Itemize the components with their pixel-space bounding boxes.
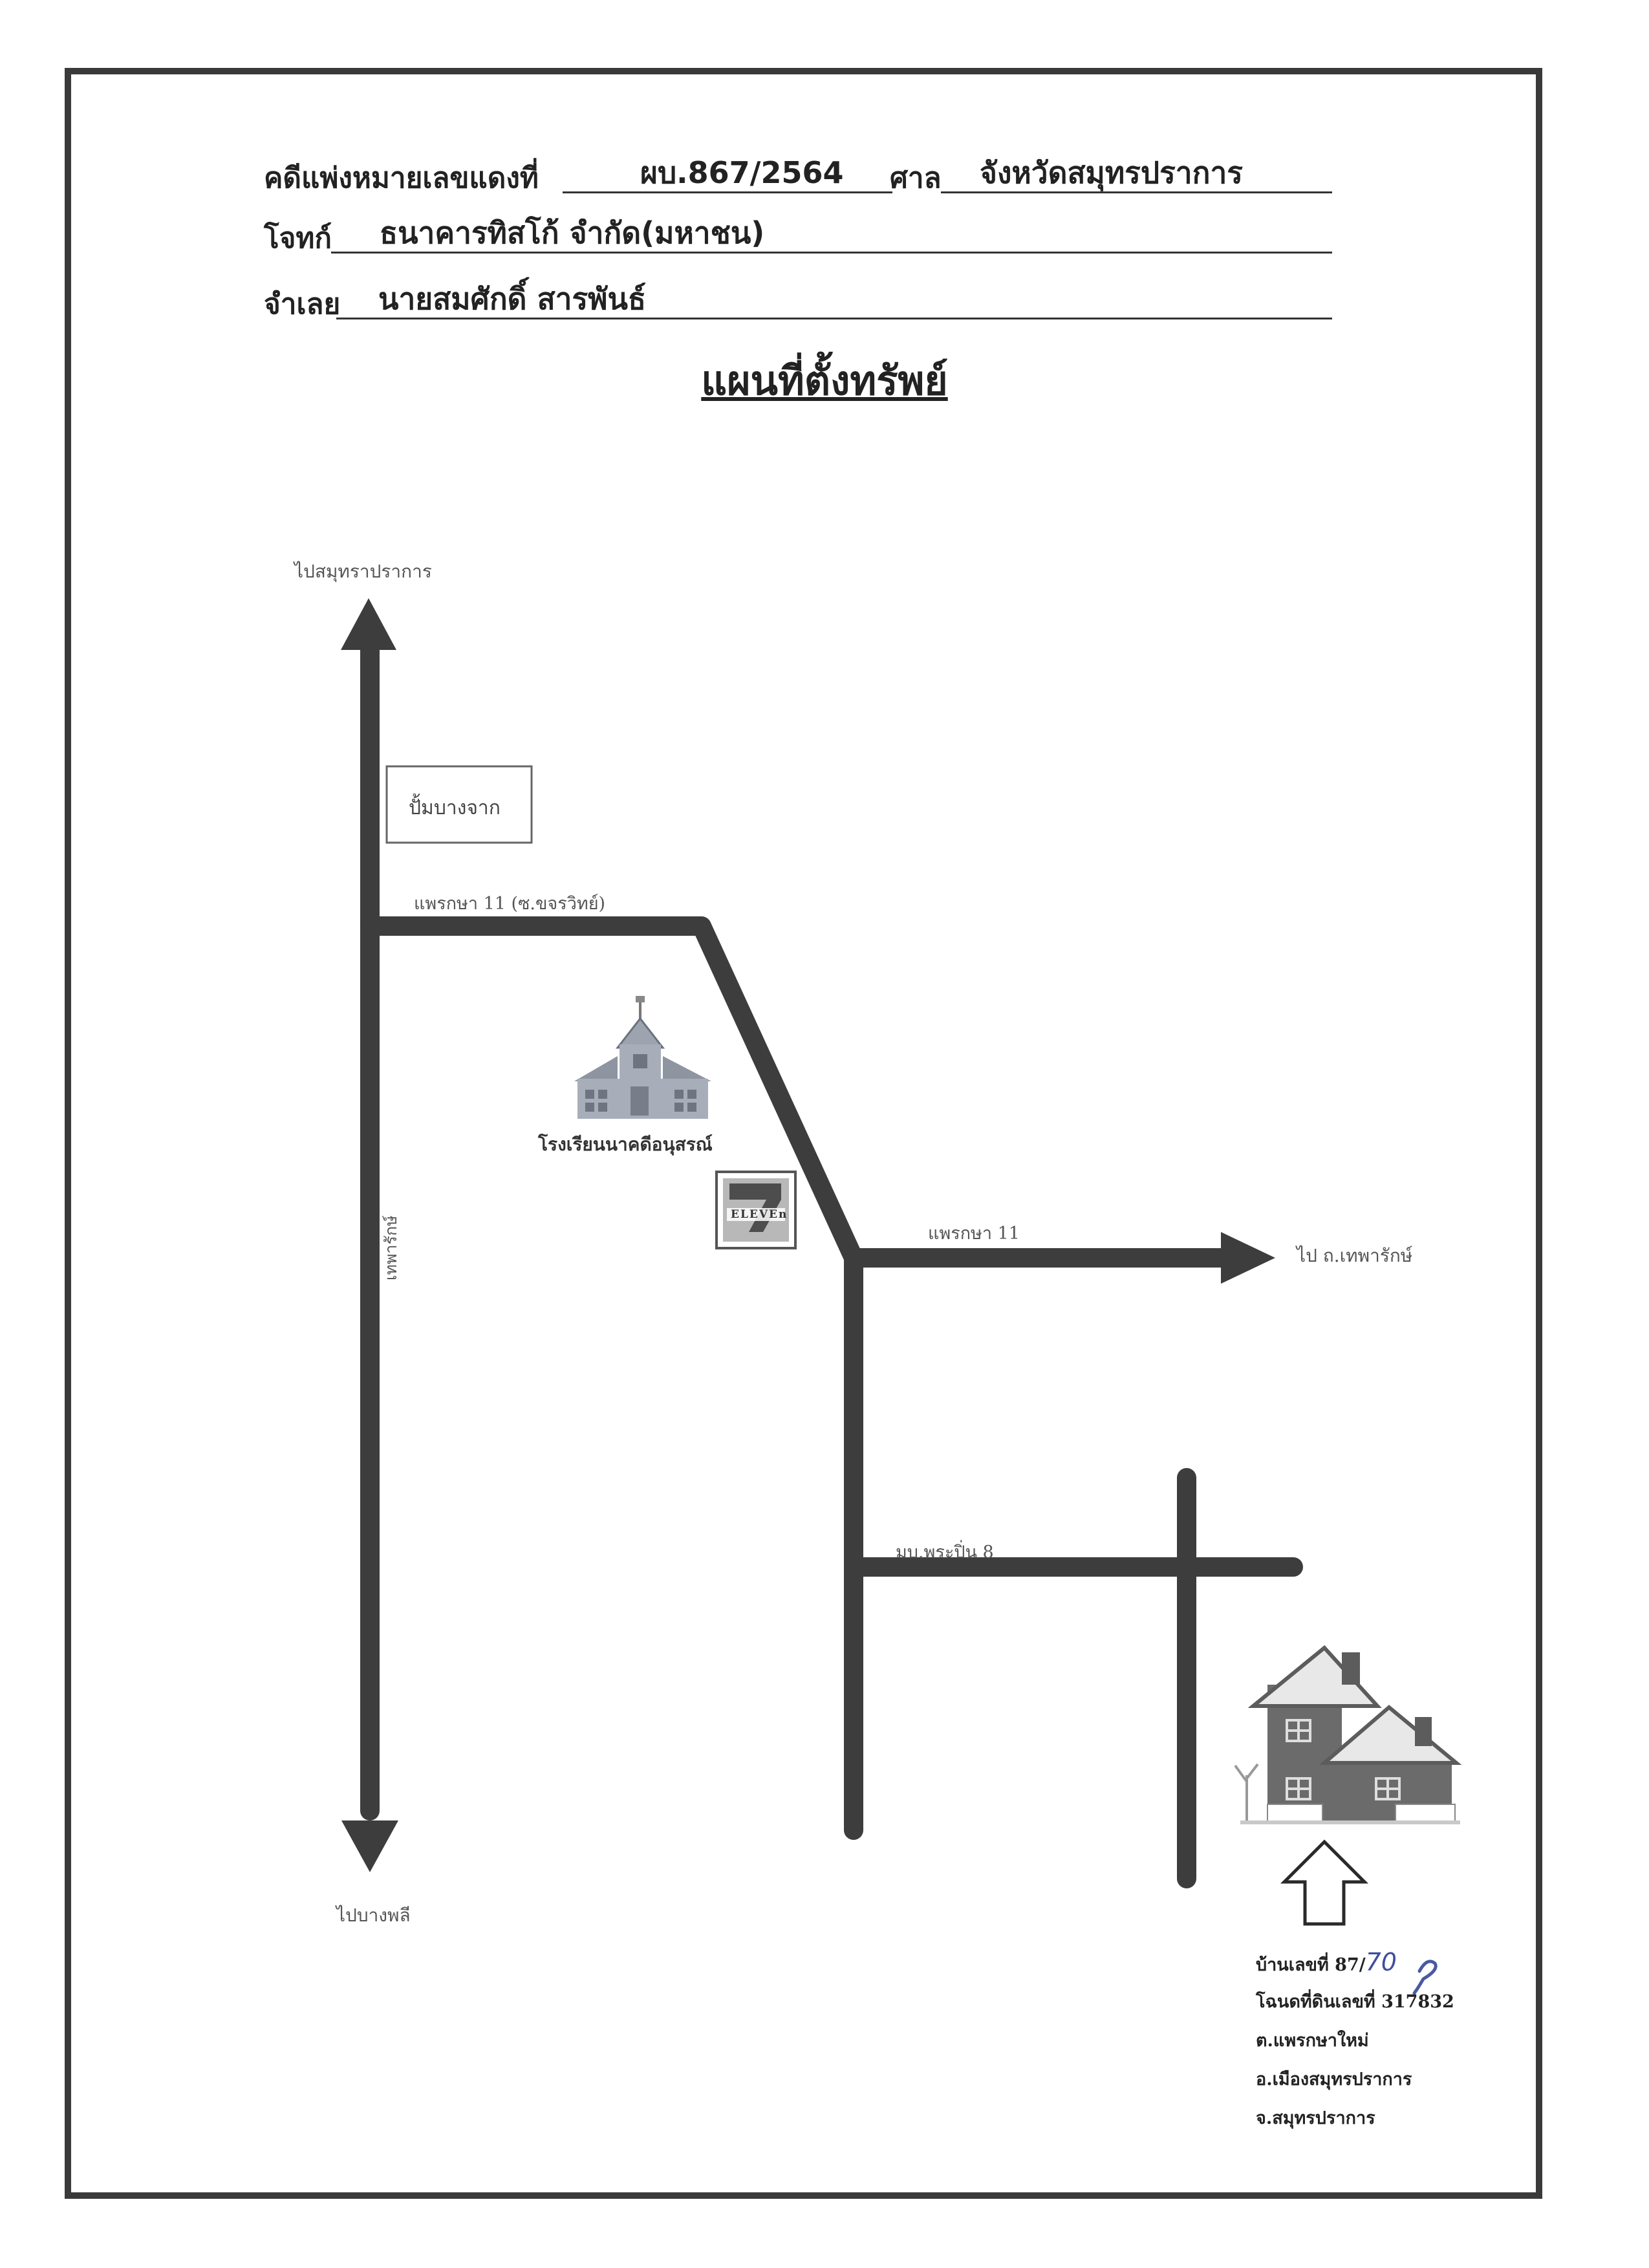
handwritten-check-mark bbox=[1412, 1960, 1438, 1995]
gas-station-box bbox=[385, 765, 533, 844]
label-road-top: แพรกษา 11 (ซ.ขจรวิทย์) bbox=[414, 894, 606, 914]
label-to-south: ไปบางพลี bbox=[336, 1905, 411, 1926]
address-province: จ.สมุทรปราการ bbox=[1256, 2108, 1375, 2128]
house-number-prefix: บ้านเลขที่ 87/ bbox=[1256, 1955, 1366, 1975]
house-number-handwritten: 70 bbox=[1365, 1948, 1397, 1976]
label-to-east: ไป ถ.เทพารักษ์ bbox=[1297, 1245, 1413, 1266]
address-title-deed: โฉนดที่ดินเลขที่ 317832 bbox=[1256, 1992, 1454, 2012]
page-border bbox=[65, 68, 1542, 2199]
arrow-south-icon bbox=[341, 1820, 398, 1872]
label-to-north: ไปสมุทราปราการ bbox=[294, 561, 432, 582]
label-road-vertical: เทพารักษ์ bbox=[382, 1215, 400, 1280]
address-house-number: บ้านเลขที่ 87/70 bbox=[1256, 1948, 1397, 1978]
arrow-east-icon bbox=[1221, 1232, 1275, 1284]
defendant-name: นายสมศักดิ์ สารพันธ์ bbox=[336, 280, 1332, 319]
court-label: ศาล bbox=[890, 162, 942, 195]
label-school: โรงเรียนนาคดีอนุสรณ์ bbox=[538, 1134, 713, 1155]
case-number: ผบ.867/2564 bbox=[563, 154, 892, 193]
road-praksa-11-khajornwit bbox=[360, 916, 863, 1840]
plaintiff-name: ธนาคารทิสโก้ จำกัด(มหาชน) bbox=[331, 214, 1332, 254]
label-store-text: ELEVEn bbox=[731, 1208, 788, 1221]
label-road-mid: แพรกษา 11 bbox=[928, 1224, 1020, 1244]
seven-eleven-icon bbox=[715, 1171, 797, 1249]
arrow-north-icon bbox=[341, 598, 396, 650]
address-district: อ.เมืองสมุทรปราการ bbox=[1256, 2069, 1412, 2090]
school-icon bbox=[574, 996, 711, 1119]
label-gas-station: ปั้มบางจาก bbox=[409, 797, 501, 819]
property-pointer-arrow-icon bbox=[1280, 1839, 1369, 1926]
property-house-icon bbox=[1234, 1645, 1462, 1824]
label-village: มบ.พระปิ่น 8 bbox=[896, 1542, 994, 1562]
address-subdistrict: ต.แพรกษาใหม่ bbox=[1256, 2031, 1369, 2051]
court-name: จังหวัดสมุทรปราการ bbox=[941, 154, 1332, 193]
defendant-label: จำเลย bbox=[264, 288, 341, 321]
case-label: คดีแพ่งหมายเลขแดงที่ bbox=[264, 162, 539, 195]
plaintiff-label: โจทก์ bbox=[264, 222, 332, 255]
map-title: แผนที่ตั้งทรัพย์ bbox=[701, 357, 948, 404]
